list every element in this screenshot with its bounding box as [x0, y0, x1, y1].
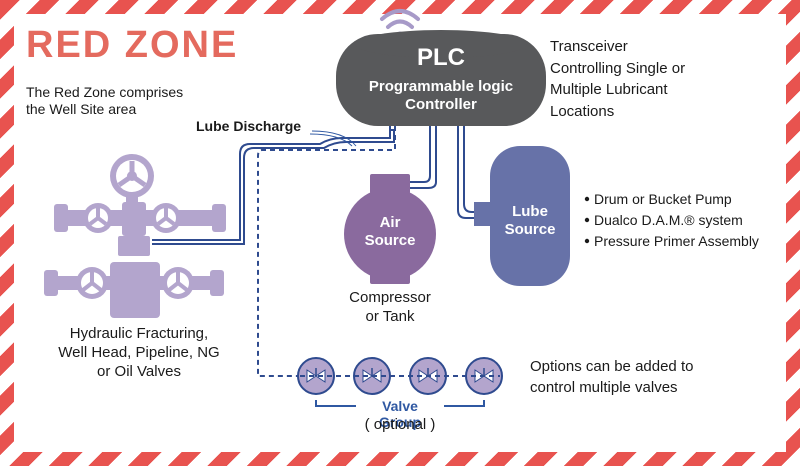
plc-subtitle: Programmable logic Controller	[368, 78, 514, 113]
valve-group-optional: ( optional )	[364, 416, 436, 433]
handwheel-icon	[151, 203, 181, 233]
lube-option-2: Dualco D.A.M.® system	[594, 212, 743, 228]
air-source-tank	[344, 174, 436, 284]
wellhead-caption: Hydraulic Fracturing, Well Head, Pipelin…	[58, 325, 220, 380]
lube-option-1: Drum or Bucket Pump	[594, 191, 732, 207]
red-zone-subtitle: The Red Zone comprises the Well Site are…	[26, 84, 184, 117]
transceiver-note: Transceiver Controlling Single or Multip…	[550, 38, 686, 120]
valve-group-label: Valve Group	[379, 398, 421, 430]
air-source-label: Air Source	[364, 214, 416, 249]
handwheel-icon	[76, 267, 108, 299]
lube-source-tank	[474, 146, 570, 286]
plc-title: PLC	[417, 44, 465, 71]
wellhead-assembly	[44, 154, 226, 318]
bullet-icon	[584, 238, 590, 244]
air-source-caption: Compressor or Tank	[349, 289, 431, 325]
bullet-icon	[584, 196, 590, 202]
lube-discharge-label: Lube Discharge	[196, 118, 302, 134]
valve-icon	[297, 357, 335, 395]
lube-option-3: Pressure Primer Assembly	[594, 233, 759, 249]
valve-group-line	[257, 126, 396, 377]
bullet-icon	[584, 217, 590, 223]
lube-supply-line	[457, 126, 482, 219]
handwheel-icon	[83, 203, 113, 233]
handwheel-icon	[162, 267, 194, 299]
plc-box	[336, 30, 546, 126]
lube-source-label: Lube Source	[504, 203, 556, 238]
options-note: Options can be added to control multiple…	[530, 358, 694, 396]
air-supply-line	[408, 126, 437, 189]
valve-group-bracket	[315, 400, 485, 407]
handwheel-icon	[110, 154, 154, 198]
red-zone-title: RED ZONE	[26, 24, 239, 66]
